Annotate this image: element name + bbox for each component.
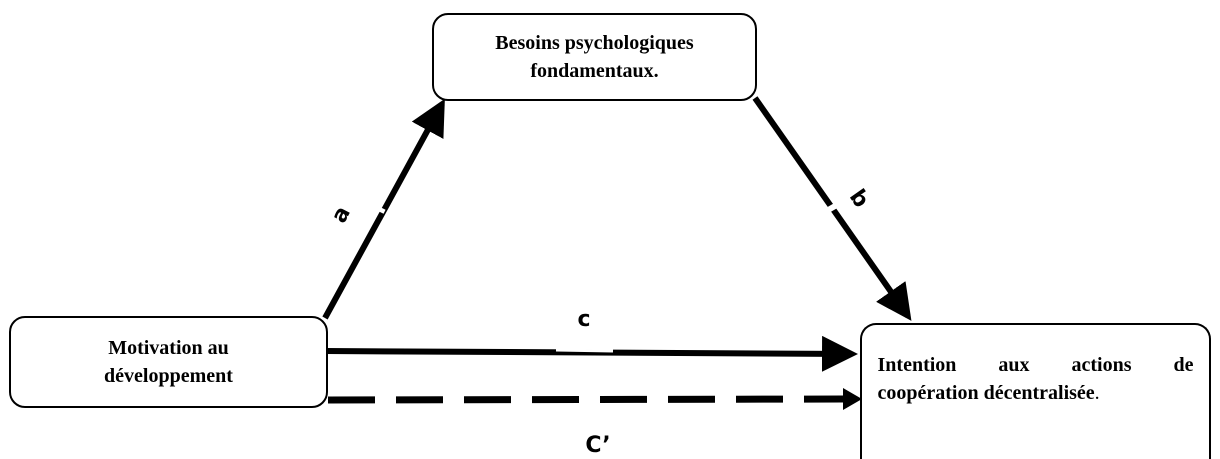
path-a-label: a — [327, 202, 356, 227]
node-motivation: Motivation au développement — [9, 316, 328, 408]
node-besoins-psychologiques: Besoins psychologiques fondamentaux. — [432, 13, 757, 101]
path-c-prime-label: C’ — [585, 433, 610, 458]
node-intention: Intention aux actions de coopération déc… — [860, 323, 1211, 459]
node-besoins-line2: fondamentaux. — [530, 60, 659, 82]
node-motivation-line1: Motivation au — [108, 337, 229, 359]
path-c-label: c — [577, 307, 590, 332]
path-c-arrow — [325, 335, 858, 372]
node-motivation-line2: développement — [104, 365, 233, 387]
node-intention-line2-text: coopération décentralisée — [877, 382, 1095, 404]
node-besoins-line1: Besoins psychologiques — [495, 32, 694, 54]
node-intention-line1: Intention aux actions de — [877, 354, 1194, 376]
path-c-prime-arrowhead — [843, 388, 862, 410]
path-c-prime-arrow — [327, 395, 844, 404]
path-b-label: b — [844, 185, 874, 212]
node-intention-line2: coopération décentralisée. — [878, 379, 1194, 407]
node-intention-suffix: . — [1094, 382, 1100, 404]
